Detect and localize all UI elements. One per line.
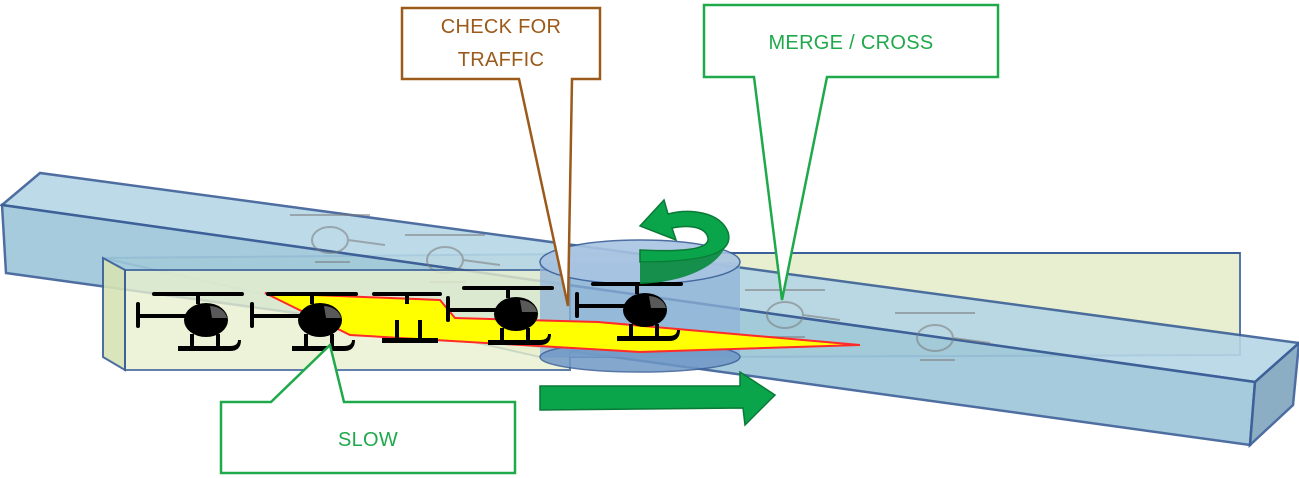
helicopter-icon [290, 214, 386, 263]
helicopter-icon [372, 292, 442, 343]
merge-cross-label: MERGE / CROSS [768, 32, 933, 54]
active-helicopters [136, 282, 683, 351]
callout-merge-cross: MERGE / CROSS [702, 3, 1000, 301]
callout-check-traffic: CHECK FOR TRAFFIC [400, 6, 602, 307]
check-traffic-line1: CHECK FOR [441, 16, 561, 38]
helicopter-icon [895, 312, 991, 361]
check-traffic-line2: TRAFFIC [458, 49, 545, 71]
straight-arrow-icon [539, 370, 777, 427]
curved-arrow-icon [638, 198, 730, 284]
slow-label: SLOW [338, 429, 398, 451]
callout-slow: SLOW [219, 342, 517, 475]
